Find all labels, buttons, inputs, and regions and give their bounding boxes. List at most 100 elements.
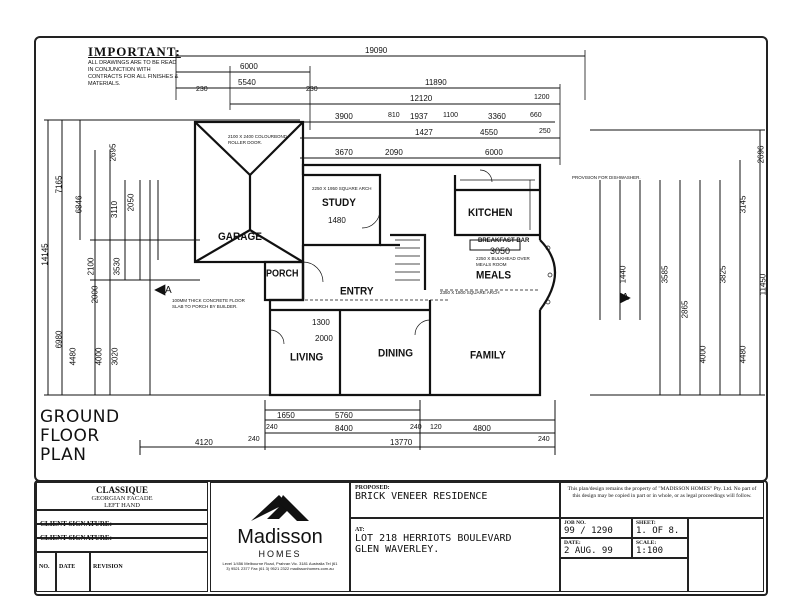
dim-left-6980: 6980 — [54, 330, 64, 349]
copyright-text: This plan/design remains the property of… — [567, 486, 757, 499]
house-name: CLASSIQUE — [95, 485, 149, 495]
dim-bot-5760: 5760 — [335, 411, 353, 420]
revision-label: REVISION — [93, 564, 123, 570]
client-signature-2[interactable]: CLIENT SIGNATURE: — [36, 524, 208, 542]
dim-top-5540: 5540 — [238, 78, 256, 87]
dim-left-2100: 2100 — [86, 257, 96, 276]
company-address: Level 1/456 Melbourne Road, Prahran Vic.… — [222, 561, 338, 571]
dim-bot-4120: 4120 — [195, 438, 213, 447]
dim-in-1300: 1300 — [312, 318, 330, 327]
blank-right-cell — [688, 518, 764, 592]
revision-date-label: DATE — [59, 564, 76, 570]
job-no-cell: JOB No. 99 / 1290 — [560, 518, 632, 538]
dim-top-6000b: 6000 — [485, 148, 503, 157]
sheet-label: SHEET: — [636, 520, 656, 526]
room-label-meals: MEALS — [476, 269, 511, 282]
scale-value: 1:100 — [636, 546, 664, 556]
dim-bot-120: 120 — [430, 424, 442, 431]
dim-bot-1650: 1650 — [277, 411, 295, 420]
dim-right-1440: 1440 — [618, 265, 628, 284]
scale-cell: SCALE: 1:100 — [632, 538, 688, 558]
job-no-label: JOB No. — [564, 520, 586, 526]
section-marker-left: A — [165, 285, 172, 296]
blank-row — [36, 538, 208, 552]
dim-top-1937: 1937 — [410, 112, 428, 121]
dim-top-1427: 1427 — [415, 128, 433, 137]
dim-bot-240d: 240 — [538, 436, 550, 443]
address-cell: AT: LOT 218 HERRIOTS BOULEVARD GLEN WAVE… — [350, 518, 560, 592]
dim-left-7165: 7165 — [54, 175, 64, 194]
dim-in-2000: 2000 — [315, 334, 333, 343]
dim-left-2000: 2000 — [90, 285, 100, 304]
breakfast-bar-dim: 3050 — [490, 246, 511, 256]
room-label-entry: ENTRY — [340, 285, 374, 298]
facade-name: GEORGIAN FACADE — [91, 495, 153, 502]
room-label-living: LIVING — [290, 351, 324, 364]
dim-left-3020: 3020 — [110, 347, 120, 366]
dim-top-11890: 11890 — [425, 78, 447, 87]
dim-top-4550: 4550 — [480, 128, 498, 137]
proposed-value: BRICK VENEER RESIDENCE — [355, 491, 488, 502]
revision-col: REVISION — [90, 552, 208, 592]
dim-bot-8400: 8400 — [335, 424, 353, 433]
dim-right-11450: 11450 — [758, 273, 768, 296]
dim-left-14145: 14145 — [40, 243, 50, 266]
dim-top-230b: 230 — [306, 86, 318, 93]
dim-top-660: 660 — [530, 112, 542, 119]
plan-title-line-2: FLOOR — [40, 426, 100, 446]
dim-left-2050: 2050 — [126, 193, 136, 212]
company-sub: HOMES — [258, 549, 302, 559]
note-ceiling: 2250 x 1950 SQUARE ARCH — [312, 186, 372, 191]
client-signature-1[interactable]: CLIENT SIGNATURE: — [36, 510, 208, 528]
floor-plan-drawing — [44, 50, 765, 455]
dim-bot-240c: 240 — [248, 436, 260, 443]
date-cell: DATE: 2 AUG. 99 — [560, 538, 632, 558]
dim-left-3110: 3110 — [110, 200, 120, 219]
note-square-arch: 2350 x 1800 SQUARE ARCH — [440, 290, 500, 295]
at-label: AT: — [355, 527, 365, 533]
dim-right-2696: 2696 — [756, 145, 766, 164]
room-label-dining: DINING — [378, 347, 413, 360]
dim-top-3670: 3670 — [335, 148, 353, 157]
section-marker-right: A — [622, 292, 629, 303]
house-type-cell: CLASSIQUE GEORGIAN FACADE LEFT HAND — [36, 482, 208, 510]
job-no-value: 99 / 1290 — [564, 526, 613, 536]
dim-bot-240a: 240 — [266, 424, 278, 431]
revision-date-col: DATE — [56, 552, 90, 592]
dim-top-6000: 6000 — [240, 62, 258, 71]
note-garage-door: 2100 x 2400 COLOURBOND ROLLER DOOR. — [228, 134, 288, 145]
date-value: 2 AUG. 99 — [564, 546, 613, 556]
room-label-porch: PORCH — [266, 267, 299, 279]
proposed-cell: PROPOSED: BRICK VENEER RESIDENCE — [350, 482, 560, 518]
dim-bot-13770: 13770 — [390, 438, 413, 447]
revision-no-col: No. — [36, 552, 56, 592]
dim-study-1480: 1480 — [328, 216, 346, 225]
dim-top-12120: 12120 — [410, 94, 433, 103]
room-label-family: FAMILY — [470, 349, 506, 362]
address-line-2: GLEN WAVERLEY. — [355, 544, 440, 555]
room-label-garage: GARAGE — [218, 231, 262, 244]
blank-bottom-cell — [560, 558, 688, 592]
important-note: ALL DRAWINGS ARE TO BE READ IN CONJUNCTI… — [88, 60, 179, 87]
dim-top-3900: 3900 — [335, 112, 353, 121]
dim-right-4480: 4480 — [738, 345, 748, 364]
title-block: CLASSIQUE GEORGIAN FACADE LEFT HAND CLIE… — [34, 480, 768, 596]
room-label-study: STUDY — [322, 197, 356, 210]
dim-bot-4800: 4800 — [473, 424, 491, 433]
dim-left-3530: 3530 — [112, 257, 122, 276]
dim-right-4000: 4000 — [698, 345, 708, 364]
plan-title-line-3: PLAN — [40, 445, 87, 465]
dim-right-2865: 2865 — [680, 300, 690, 319]
dim-top-1100: 1100 — [443, 112, 459, 119]
note-bulkhead: 2250 x BULKHEAD OVER MEALS ROOM — [476, 256, 530, 267]
room-label-kitchen: KITCHEN — [468, 207, 513, 220]
dim-top-overall: 19090 — [365, 46, 388, 55]
important-title: IMPORTANT: — [88, 44, 181, 59]
dim-top-230a: 230 — [196, 86, 208, 93]
date-label: DATE: — [564, 540, 581, 546]
dim-top-3360: 3360 — [488, 112, 506, 121]
address-line-1: LOT 218 HERRIOTS BOULEVARD — [355, 533, 512, 544]
dim-left-2695: 2695 — [108, 143, 118, 162]
dim-top-2090: 2090 — [385, 148, 403, 157]
plan-title: GROUND FLOOR PLAN — [40, 408, 120, 465]
